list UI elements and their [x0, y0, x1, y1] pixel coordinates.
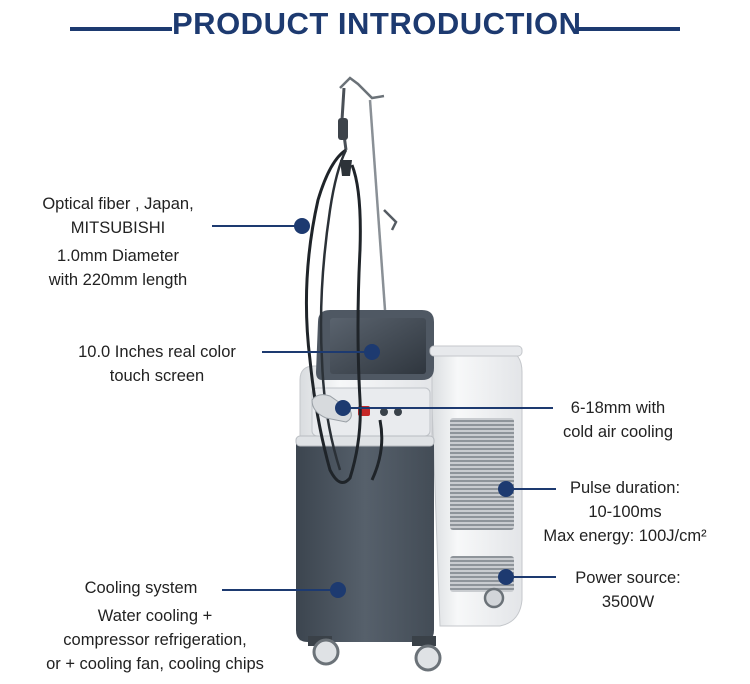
power-line1: Power source:	[575, 569, 681, 587]
screen-line1: 10.0 Inches real color	[78, 343, 236, 361]
connector-power	[506, 576, 556, 578]
fiber-clip	[338, 118, 348, 140]
cooling-system-line2: Water cooling +	[97, 607, 213, 625]
page-title: PRODUCT INTRODUCTION	[172, 6, 582, 41]
fiber-holder	[340, 160, 352, 176]
optical-fiber-cable	[304, 148, 362, 484]
panel-port-2	[394, 408, 402, 416]
header: PRODUCT INTRODUCTION	[0, 0, 750, 60]
machine-side-shell	[429, 349, 523, 627]
caster-wheels	[308, 587, 505, 672]
fiber-support-pole	[368, 99, 387, 311]
optical-fiber-line2: MITSUBISHI	[70, 219, 166, 237]
connector-cooling-air	[343, 407, 553, 409]
connector-pulse	[506, 488, 556, 490]
callout-cooling-system: Cooling system Water cooling + compresso…	[20, 576, 290, 676]
callout-power: Power source: 3500W	[558, 566, 698, 614]
callout-optical-fiber: Optical fiber , Japan, MITSUBISHI 1.0mm …	[28, 192, 208, 292]
connector-screen	[262, 351, 372, 353]
panel-handle-bar	[295, 435, 435, 447]
optical-fiber-line4: with 220mm length	[48, 271, 188, 289]
cooling-system-line1: Cooling system	[84, 579, 198, 597]
connector-cooling-system	[222, 589, 338, 591]
callout-cooling-air: 6-18mm with cold air cooling	[548, 396, 688, 444]
power-line2: 3500W	[601, 593, 655, 611]
title-divider-right	[578, 27, 680, 31]
screen-line2: touch screen	[109, 367, 205, 385]
top-tray	[429, 345, 523, 357]
marker-cooling-system	[330, 582, 346, 598]
cooling-air-line1: 6-18mm with	[570, 399, 666, 417]
marker-optical-fiber	[294, 218, 310, 234]
machine-body	[296, 444, 434, 642]
vent-grille-lower	[450, 556, 514, 592]
cooling-air-line2: cold air cooling	[562, 423, 674, 441]
callout-screen: 10.0 Inches real color touch screen	[62, 340, 252, 388]
title-divider-left	[70, 27, 172, 31]
panel-port-1	[380, 408, 388, 416]
optical-fiber-line3: 1.0mm Diameter	[57, 247, 179, 265]
support-hook	[383, 209, 398, 231]
pulse-line2: 10-100ms	[588, 503, 662, 521]
callout-pulse: Pulse duration: 10-100ms Max energy: 100…	[530, 476, 720, 548]
pulse-line1: Pulse duration:	[569, 479, 681, 497]
pulse-line3: Max energy: 100J/cm²	[543, 527, 707, 545]
connector-optical-fiber	[212, 225, 302, 227]
optical-fiber-line1: Optical fiber , Japan,	[42, 195, 194, 213]
vent-grille-upper	[450, 418, 514, 530]
marker-screen	[364, 344, 380, 360]
cooling-system-line4: or + cooling fan, cooling chips	[46, 655, 264, 673]
cooling-system-line3: compressor refrigeration,	[63, 631, 247, 649]
support-arm	[339, 76, 385, 100]
